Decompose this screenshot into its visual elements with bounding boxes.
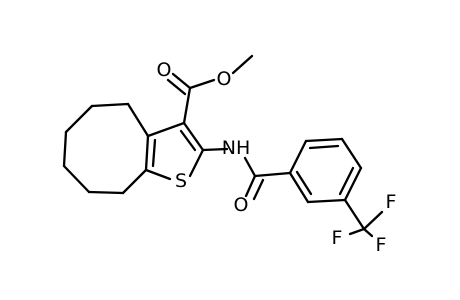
atom-labels: O O S NH O F F F	[157, 59, 397, 256]
bond-amide-c-o-double-a	[244, 174, 257, 198]
fluorine-2-label: F	[332, 227, 343, 249]
bond-c9-c9a	[121, 168, 148, 195]
bond-c3-ester-c	[182, 86, 192, 125]
ester-ether-oxygen-label: O	[217, 68, 232, 90]
bond-ester-c-o-double-a	[171, 72, 192, 90]
bond-c6-c7	[62, 130, 68, 168]
bond-b2-b3	[304, 137, 344, 143]
bond-c5-c6	[64, 104, 94, 134]
bond-c3a-c9a	[144, 134, 150, 172]
thiophene-sulfur-label: S	[175, 170, 187, 192]
bond-c4-c5	[90, 102, 130, 108]
bond-b4-b5	[343, 166, 363, 202]
bond-b3-b4	[340, 137, 363, 170]
bond-cf3-f1	[362, 210, 384, 231]
bond-cf3-f2	[348, 227, 366, 236]
bond-n-amide-c	[243, 156, 257, 178]
bond-b1-b2	[288, 139, 308, 175]
bond-b4-b5-double	[338, 166, 355, 196]
bond-amide-c-o-double-b	[252, 178, 265, 201]
bond-b6-b1-double	[295, 170, 313, 196]
bond-c3a-c9a-double	[151, 138, 157, 168]
fluorine-3-label: F	[376, 234, 387, 256]
bond-c2-n	[201, 147, 229, 152]
bond-ester-c-o-double-b	[166, 78, 187, 96]
bond-c3-c3a	[146, 121, 186, 138]
bond-b5-cf3	[343, 198, 366, 231]
ester-carbonyl-oxygen-label: O	[157, 59, 172, 81]
bond-b5-b6	[306, 198, 347, 204]
bond-amide-c-aryl	[253, 171, 292, 178]
bond-ester-c-o	[188, 78, 216, 90]
bond-c2-c3	[182, 121, 205, 152]
bond-o-methyl	[231, 54, 254, 75]
bond-c9a-s	[144, 168, 172, 181]
bond-c7-c8	[62, 164, 91, 194]
bond-c2-c3-double	[179, 129, 197, 152]
bond-b6-b1	[288, 171, 310, 204]
bond-cf3-f3	[362, 227, 374, 238]
bond-s-c2	[188, 148, 205, 178]
fluorine-1-label: F	[386, 191, 397, 213]
amide-oxygen-label: O	[234, 194, 249, 216]
amide-nitrogen-label: NH	[222, 137, 251, 159]
bond-c8-c9	[87, 190, 125, 195]
bond-c3a-c4	[126, 102, 150, 138]
bond-b2-b3-double	[308, 144, 340, 150]
bonds	[62, 54, 384, 238]
